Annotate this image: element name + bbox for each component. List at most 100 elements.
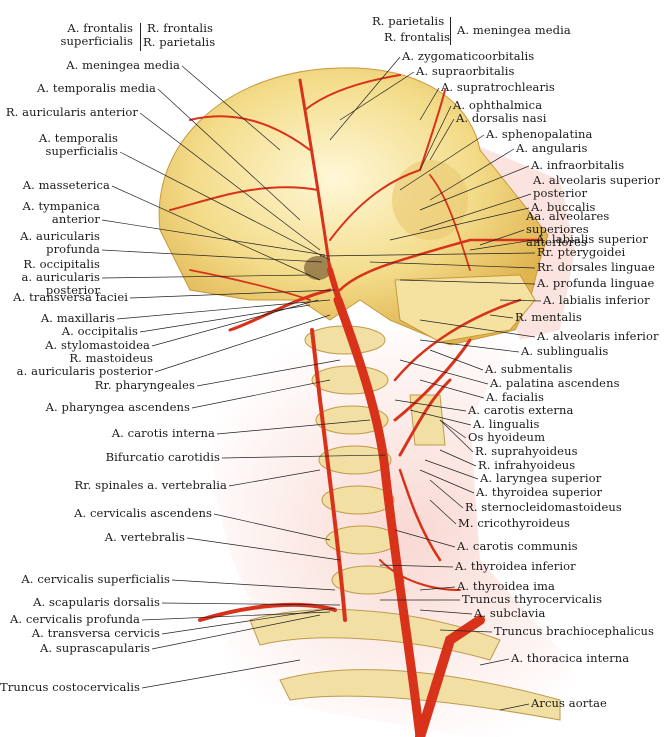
leader-line: [111, 185, 321, 281]
leader-line: [319, 252, 536, 257]
leader-line: [499, 299, 542, 302]
label-a-cervicalis-ascendens: A. cervicalis ascendens: [74, 506, 212, 520]
label-a-infraorbitalis: A. infraorbitalis: [531, 158, 625, 172]
leader-line: [213, 513, 331, 541]
leader-line: [479, 229, 525, 246]
leader-line: [339, 71, 415, 121]
label-a-thyroidea-superior: A. thyroidea superior: [476, 485, 603, 499]
brace-frontalis: [140, 23, 141, 51]
leader-line: [419, 105, 452, 171]
label-r-mastoideus: R. mastoideus a. auricularis posterior: [16, 351, 153, 378]
label-a-labialis-inferior: A. labialis inferior: [543, 293, 650, 307]
leader-line: [439, 419, 467, 439]
label-a-subclavia: A. subclavia: [474, 606, 546, 620]
label-r-infrahyoideus: R. infrahyoideus: [478, 458, 576, 472]
label-a-occipitalis: A. occipitalis: [61, 324, 138, 338]
leader-line: [196, 359, 341, 387]
label-r-parietalis-right: R. parietalis: [372, 14, 445, 28]
leader-line: [139, 304, 311, 333]
label-a-lingualis: A. lingualis: [473, 417, 540, 431]
leader-line: [499, 703, 530, 711]
leader-line: [409, 409, 472, 426]
label-a-palatina-ascendens: A. palatina ascendens: [490, 376, 620, 390]
label-arcus-aortae: Arcus aortae: [531, 696, 607, 710]
leader-line: [151, 299, 319, 347]
label-a-cervicalis-profunda: A. cervicalis profunda: [9, 612, 140, 626]
label-a-thyroidea-inferior: A. thyroidea inferior: [455, 559, 576, 573]
label-a-masseterica: A. masseterica: [22, 178, 110, 192]
label-r-occipitalis: R. occipitalis a. auricularis posterior: [21, 257, 100, 297]
label-r-suprahyoideus: R. suprahyoideus: [475, 444, 578, 458]
leader-line: [419, 469, 475, 494]
leader-line: [171, 579, 336, 591]
leader-line: [439, 449, 477, 467]
leader-line: [419, 379, 485, 399]
label-a-meningea-media-right: A. meningea media: [457, 23, 571, 37]
leader-line: [429, 118, 455, 161]
label-a-facialis: A. facialis: [486, 390, 545, 404]
brace-meningea: [450, 17, 451, 45]
label-a-tympanica: A. tympanica anterior: [22, 199, 100, 226]
label-truncus-brachiocephalicus: Truncus brachiocephalicus: [494, 624, 655, 638]
label-aa-alveolares-superiores: Aa. alveolares superiores anteriores: [526, 209, 610, 249]
label-rr-spinales-a-vertebralia: Rr. spinales a. vertebralia: [74, 478, 227, 492]
leader-line: [379, 564, 454, 568]
label-a-scapularis-dorsalis: A. scapularis dorsalis: [33, 595, 160, 609]
label-a-vertebralis: A. vertebralis: [104, 530, 185, 544]
leader-line: [389, 207, 530, 241]
leader-line: [181, 65, 281, 151]
label-a-alveolaris-superior: A. alveolaris superior posterior: [533, 173, 660, 200]
label-a-auricularis: A. auricularis profunda: [20, 229, 100, 256]
leader-line: [429, 499, 457, 525]
label-a-temporalis: A. temporalis superficialis: [38, 131, 118, 158]
leader-line: [479, 658, 510, 666]
leader-line: [419, 609, 473, 615]
leader-line: [439, 419, 474, 453]
leader-line: [419, 165, 530, 211]
leader-line: [429, 479, 464, 509]
leader-line: [424, 459, 479, 480]
leader-line: [399, 359, 489, 385]
leader-line: [141, 659, 301, 689]
label-m-cricothyroideus: M. cricothyroideus: [458, 516, 570, 530]
label-r-auricularis-anterior: R. auricularis anterior: [5, 105, 138, 119]
label-r-mentalis: R. mentalis: [515, 310, 582, 324]
leader-line: [221, 454, 386, 459]
label-a-maxillaris: A. maxillaris: [40, 311, 115, 325]
leader-line: [216, 419, 371, 435]
leader-line: [157, 88, 301, 221]
leader-line: [161, 602, 341, 606]
label-a-zygomaticoorbitalis: A. zygomaticoorbitalis: [402, 49, 535, 63]
leader-line: [139, 112, 321, 251]
leader-line: [399, 134, 485, 191]
leader-line: [369, 261, 536, 269]
leader-line: [419, 87, 440, 121]
label-a-sublingualis: A. sublingualis: [521, 344, 609, 358]
leader-line: [489, 314, 514, 319]
leader-line: [154, 314, 331, 373]
leader-line: [394, 529, 456, 548]
leader-line: [439, 629, 493, 633]
label-a-frontalis-superficialis: A. frontalis superficialis: [60, 21, 133, 48]
label-a-dorsalis-nasi: A. dorsalis nasi: [456, 111, 547, 125]
leader-line: [469, 239, 535, 251]
label-a-angularis: A. angularis: [516, 141, 588, 155]
leader-line: [228, 469, 321, 487]
leader-line: [429, 148, 515, 201]
label-a-sphenopalatina: A. sphenopalatina: [486, 127, 593, 141]
cervical-spine: [249, 325, 561, 721]
label-a-profunda-linguae: A. profunda linguae: [537, 276, 655, 290]
label-a-ophthalmica: A. ophthalmica: [453, 98, 543, 112]
label-a-stylomastoidea: A. stylomastoidea: [45, 338, 150, 352]
label-rr-pharyngeales: Rr. pharyngeales: [94, 378, 195, 392]
leader-line: [186, 537, 341, 561]
leader-line: [101, 219, 326, 256]
leader-line: [101, 274, 311, 279]
label-a-suprascapularis: A. suprascapularis: [39, 641, 150, 655]
label-a-cervicalis-superficialis: A. cervicalis superficialis: [21, 572, 170, 586]
label-a-thyroidea-ima: A. thyroidea ima: [457, 579, 555, 593]
leader-line: [329, 56, 401, 141]
label-r-frontalis-left: R. frontalis: [147, 21, 213, 35]
